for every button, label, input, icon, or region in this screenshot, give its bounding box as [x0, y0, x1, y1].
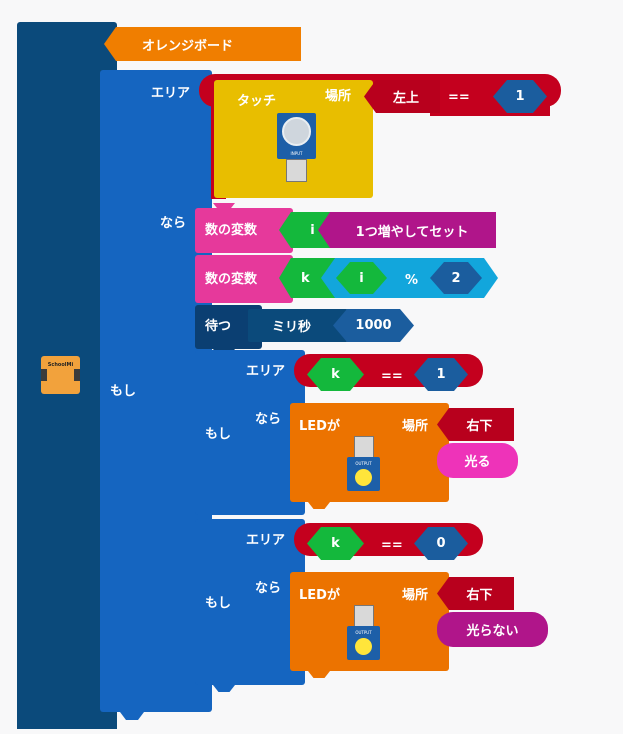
led2-place-value[interactable]: 右下	[437, 577, 514, 610]
if-block-2[interactable]	[195, 519, 305, 685]
orange-board-label[interactable]: オレンジボード	[104, 27, 301, 61]
var2-label: 数の変数	[205, 272, 258, 287]
led1-place-label: 場所	[402, 419, 429, 434]
var1-action[interactable]: 1つ増やしてセット	[318, 212, 496, 248]
touch-place-value[interactable]: 左上	[364, 80, 440, 113]
orange-board-text: オレンジボード	[142, 38, 234, 54]
if1-nara-label: なら	[255, 412, 282, 427]
wait-unit-text: ミリ秒	[272, 320, 312, 335]
led2-place-value-text: 右下	[466, 588, 493, 603]
if2-value-text: 0	[436, 536, 446, 551]
outer-if-moshi: もし	[110, 384, 137, 399]
led-output-icon	[354, 605, 374, 627]
if2-condition-var[interactable]: k	[307, 527, 364, 560]
if1-moshi: もし	[205, 427, 232, 442]
led1-place-value[interactable]: 右下	[437, 408, 514, 441]
variable-increment-block[interactable]	[195, 208, 293, 253]
outer-if-area-label: エリア	[151, 86, 191, 101]
variable-modulo-block[interactable]	[195, 255, 293, 303]
if-block-1[interactable]	[195, 350, 305, 515]
wait-unit-block[interactable]: ミリ秒	[248, 309, 348, 342]
if2-area-label: エリア	[246, 533, 286, 548]
touch-label: タッチ	[237, 94, 277, 109]
outer-condition-value-text: 1	[515, 89, 525, 104]
led-output-icon-board: OUTPUT	[347, 626, 380, 660]
led1-action[interactable]: 光る	[437, 443, 518, 478]
if1-condition-var[interactable]: k	[307, 358, 364, 391]
if1-condition-op: ==	[381, 369, 403, 384]
var1-label: 数の変数	[205, 223, 258, 238]
var1-var-text: i	[310, 222, 315, 238]
root-block-bottom	[17, 721, 117, 729]
touch-place-label: 場所	[325, 89, 352, 104]
led1-action-text: 光る	[464, 455, 491, 470]
led2-module-text: OUTPUT	[355, 630, 372, 635]
wait-label: 待つ	[205, 319, 232, 334]
led2-place-label: 場所	[402, 588, 429, 603]
outer-condition-op: ==	[448, 90, 470, 105]
board-chip-text: SchoolMi	[47, 362, 74, 368]
var2-op: %	[405, 273, 419, 288]
if2-moshi: もし	[205, 596, 232, 611]
wait-value[interactable]: 1000	[333, 309, 414, 342]
led2-label: LEDが	[299, 588, 340, 603]
var2-value-text: 2	[451, 270, 461, 286]
led1-place-value-text: 右下	[466, 419, 493, 434]
touch-module-text: INPUT	[290, 151, 303, 156]
touch-sensor-icon: INPUT	[277, 113, 316, 159]
if1-value-text: 1	[436, 367, 446, 382]
var1-action-text: 1つ増やしてセット	[355, 224, 469, 240]
led-block-1-notch	[308, 502, 330, 509]
var2-operand-text: i	[359, 270, 364, 286]
led2-action-text: 光らない	[466, 624, 519, 639]
led-output-icon-board: OUTPUT	[347, 457, 380, 491]
led1-label: LEDが	[299, 419, 340, 434]
wait-value-text: 1000	[355, 318, 392, 333]
var2-var-text: k	[301, 270, 310, 286]
led-block-2-notch	[308, 671, 330, 678]
if2-nara-label: なら	[255, 581, 282, 596]
touch-place-value-text: 左上	[392, 91, 419, 106]
led2-action[interactable]: 光らない	[437, 612, 548, 647]
if-block-outer[interactable]	[100, 70, 212, 712]
led-output-icon	[354, 436, 374, 458]
if-block-2-notch	[213, 685, 235, 692]
if1-area-label: エリア	[246, 364, 286, 379]
touch-sensor-stem	[286, 159, 307, 182]
outer-if-nara-label: なら	[160, 216, 187, 231]
if2-condition-op: ==	[381, 538, 403, 553]
variable-increment-notch	[213, 203, 235, 210]
if-block-outer-bottom-notch	[120, 712, 144, 720]
led1-module-text: OUTPUT	[355, 461, 372, 466]
if2-var-text: k	[331, 536, 340, 551]
schoolmi-board-icon: SchoolMi	[41, 356, 80, 394]
if1-var-text: k	[331, 367, 340, 382]
